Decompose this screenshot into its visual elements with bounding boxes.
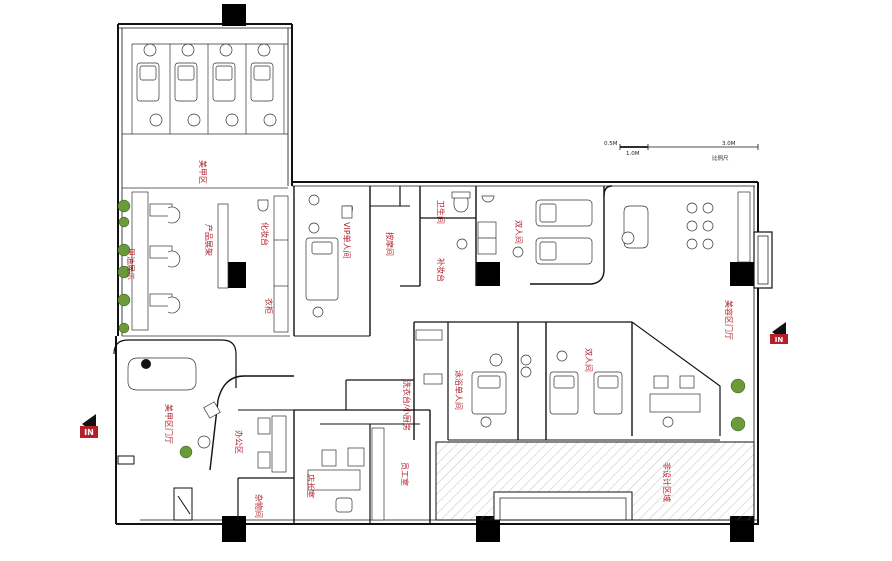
plant-icon: [117, 293, 131, 307]
plant-icon: [730, 378, 746, 394]
label-bathroom: 卫生间: [436, 200, 446, 224]
label-wardrobe: 衣柜: [264, 298, 274, 314]
entrance-arrow-right: IN: [770, 322, 788, 344]
label-office-area: 办公区: [234, 430, 244, 454]
label-vip-single: VIP单人间: [342, 222, 352, 259]
entry-label-left: IN: [84, 428, 94, 437]
label-storage: 杂物间: [254, 494, 264, 518]
plant-icon: [118, 216, 130, 228]
plant-icon: [117, 265, 131, 279]
plant-icon: [118, 322, 130, 334]
room-labels: 美甲区 产品展架 甲油展示 化妆台 衣柜 VIP单人间 按摩间 卫生间 补妆台 …: [126, 160, 734, 518]
window-bay: [753, 231, 773, 289]
plant-icon: [117, 199, 131, 213]
column: [476, 262, 500, 286]
entry-label-right: IN: [775, 336, 784, 344]
manicure-stations: [122, 187, 290, 337]
plant-icon: [117, 243, 131, 257]
label-double-room: 双人间: [514, 220, 523, 244]
vip-and-treatment-rooms: [293, 185, 613, 337]
label-manager-office: 店长室: [306, 474, 316, 498]
plant-icons: [117, 199, 746, 459]
label-non-design-area: 非设计区域: [662, 462, 672, 502]
label-laundry: 洗衣台/小厨房: [402, 380, 412, 431]
label-spa-single: 泳浴单人间: [454, 370, 464, 410]
double-room-furniture: [512, 199, 593, 265]
entrance-door: [117, 455, 193, 521]
lower-room-furniture: [127, 329, 701, 521]
label-nail-area: 美甲区: [198, 160, 208, 184]
scale-tick-10: 1.0M: [626, 151, 640, 157]
label-product-display: 产品展架: [204, 224, 214, 256]
beauty-reception-furniture: [621, 191, 751, 263]
scale-tick-05: 0.5M: [604, 141, 618, 147]
scale-tick-30: 3.0M: [722, 141, 736, 147]
plant-icon: [730, 416, 746, 432]
label-nail-entrance: 美甲区门厅: [164, 404, 174, 444]
label-makeup-touchup: 补妆台: [436, 258, 446, 282]
label-beauty-entrance: 美容区门厅: [724, 300, 734, 340]
scale-caption: 比例尺: [712, 154, 729, 162]
label-makeup-table: 化妆台: [260, 222, 270, 246]
label-massage-room: 按摩间: [385, 232, 395, 256]
non-design-area: [435, 441, 755, 521]
column: [222, 4, 246, 26]
label-staff-room: 员工室: [400, 462, 410, 486]
nail-area-pedicure-stations: [122, 43, 288, 135]
plant-icon: [179, 445, 193, 459]
bathroom-fixtures: [451, 191, 497, 255]
vip-room-furniture: [305, 194, 353, 318]
lower-room-walls: [209, 321, 721, 524]
column: [730, 262, 754, 286]
scale-bar: 0.5M 1.0M 3.0M 比例尺: [604, 141, 759, 162]
label-double-room-2: 双人间: [584, 348, 593, 372]
label-nail-polish-display: 甲油展示: [126, 248, 136, 280]
entrance-arrow-left: IN: [80, 414, 98, 438]
reception-partition: [113, 339, 237, 388]
column: [222, 516, 246, 542]
